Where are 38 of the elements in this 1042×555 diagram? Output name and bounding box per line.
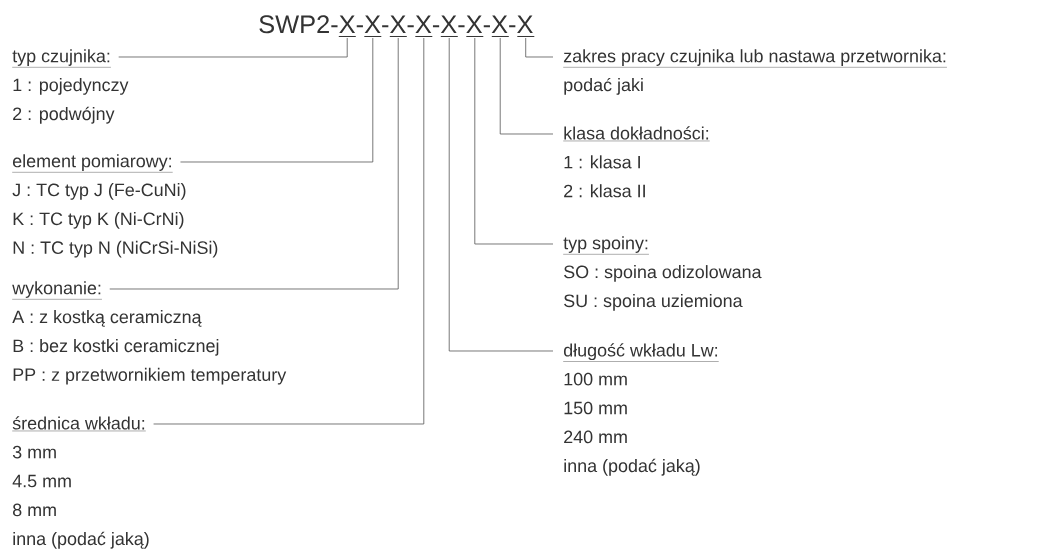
option-text: 240 mm [564,430,627,444]
option-text: 2 : klasa II [564,184,645,198]
heading: typ spoiny: [563,236,650,255]
option-text: N : TC typ N (NiCrSi-NiSi) [13,240,218,258]
leader-line [118,37,348,58]
option-text: 3 mm [12,445,56,459]
option-text: 8 mm [13,503,56,517]
option-text: podać jaki [564,77,643,95]
leader-line [180,37,374,163]
option-text: B : bez kostki ceramicznej [13,338,219,356]
option-text: PP : z przetwornikiem temperatury [13,367,287,385]
heading: zakres pracy czujnika lub nastawa przetwornika: [563,49,948,68]
leader-line [448,37,554,352]
heading: typ czujnika: [12,49,112,68]
option-text: SO : spoina odizolowana [564,265,762,282]
option-text: inna (podać jaką) [13,531,149,549]
option-text: J : TC typ J (Fe-CuNi) [12,183,186,200]
leader-line [153,37,425,425]
heading: długość wkładu Lw: [563,343,719,362]
option-text: 2 : podwójny [13,106,115,124]
leader-line [499,37,554,135]
leader-line [525,37,554,58]
option-text: 4.5 mm [12,474,71,488]
leader-line [109,37,399,290]
heading: wykonanie: [12,281,103,300]
code-title: SWP2-X-X-X-X-X-X-X-X [259,15,533,34]
option-text: SU : spoina uziemiona [564,293,743,311]
leader-line [474,37,554,245]
option-text: A : z kostką ceramiczną [12,310,202,327]
heading: średnica wkładu: [12,416,146,432]
option-text: 100 mm [564,372,627,386]
heading: element pomiarowy: [12,154,173,173]
option-text: K : TC typ K (Ni-CrNi) [13,211,184,229]
option-text: 1 : pojedynczy [13,78,129,95]
option-text: 150 mm [564,401,627,415]
option-text: 1 : klasa I [564,155,640,169]
option-text: inna (podać jaką) [564,458,700,476]
heading: klasa dokładności: [563,126,710,142]
